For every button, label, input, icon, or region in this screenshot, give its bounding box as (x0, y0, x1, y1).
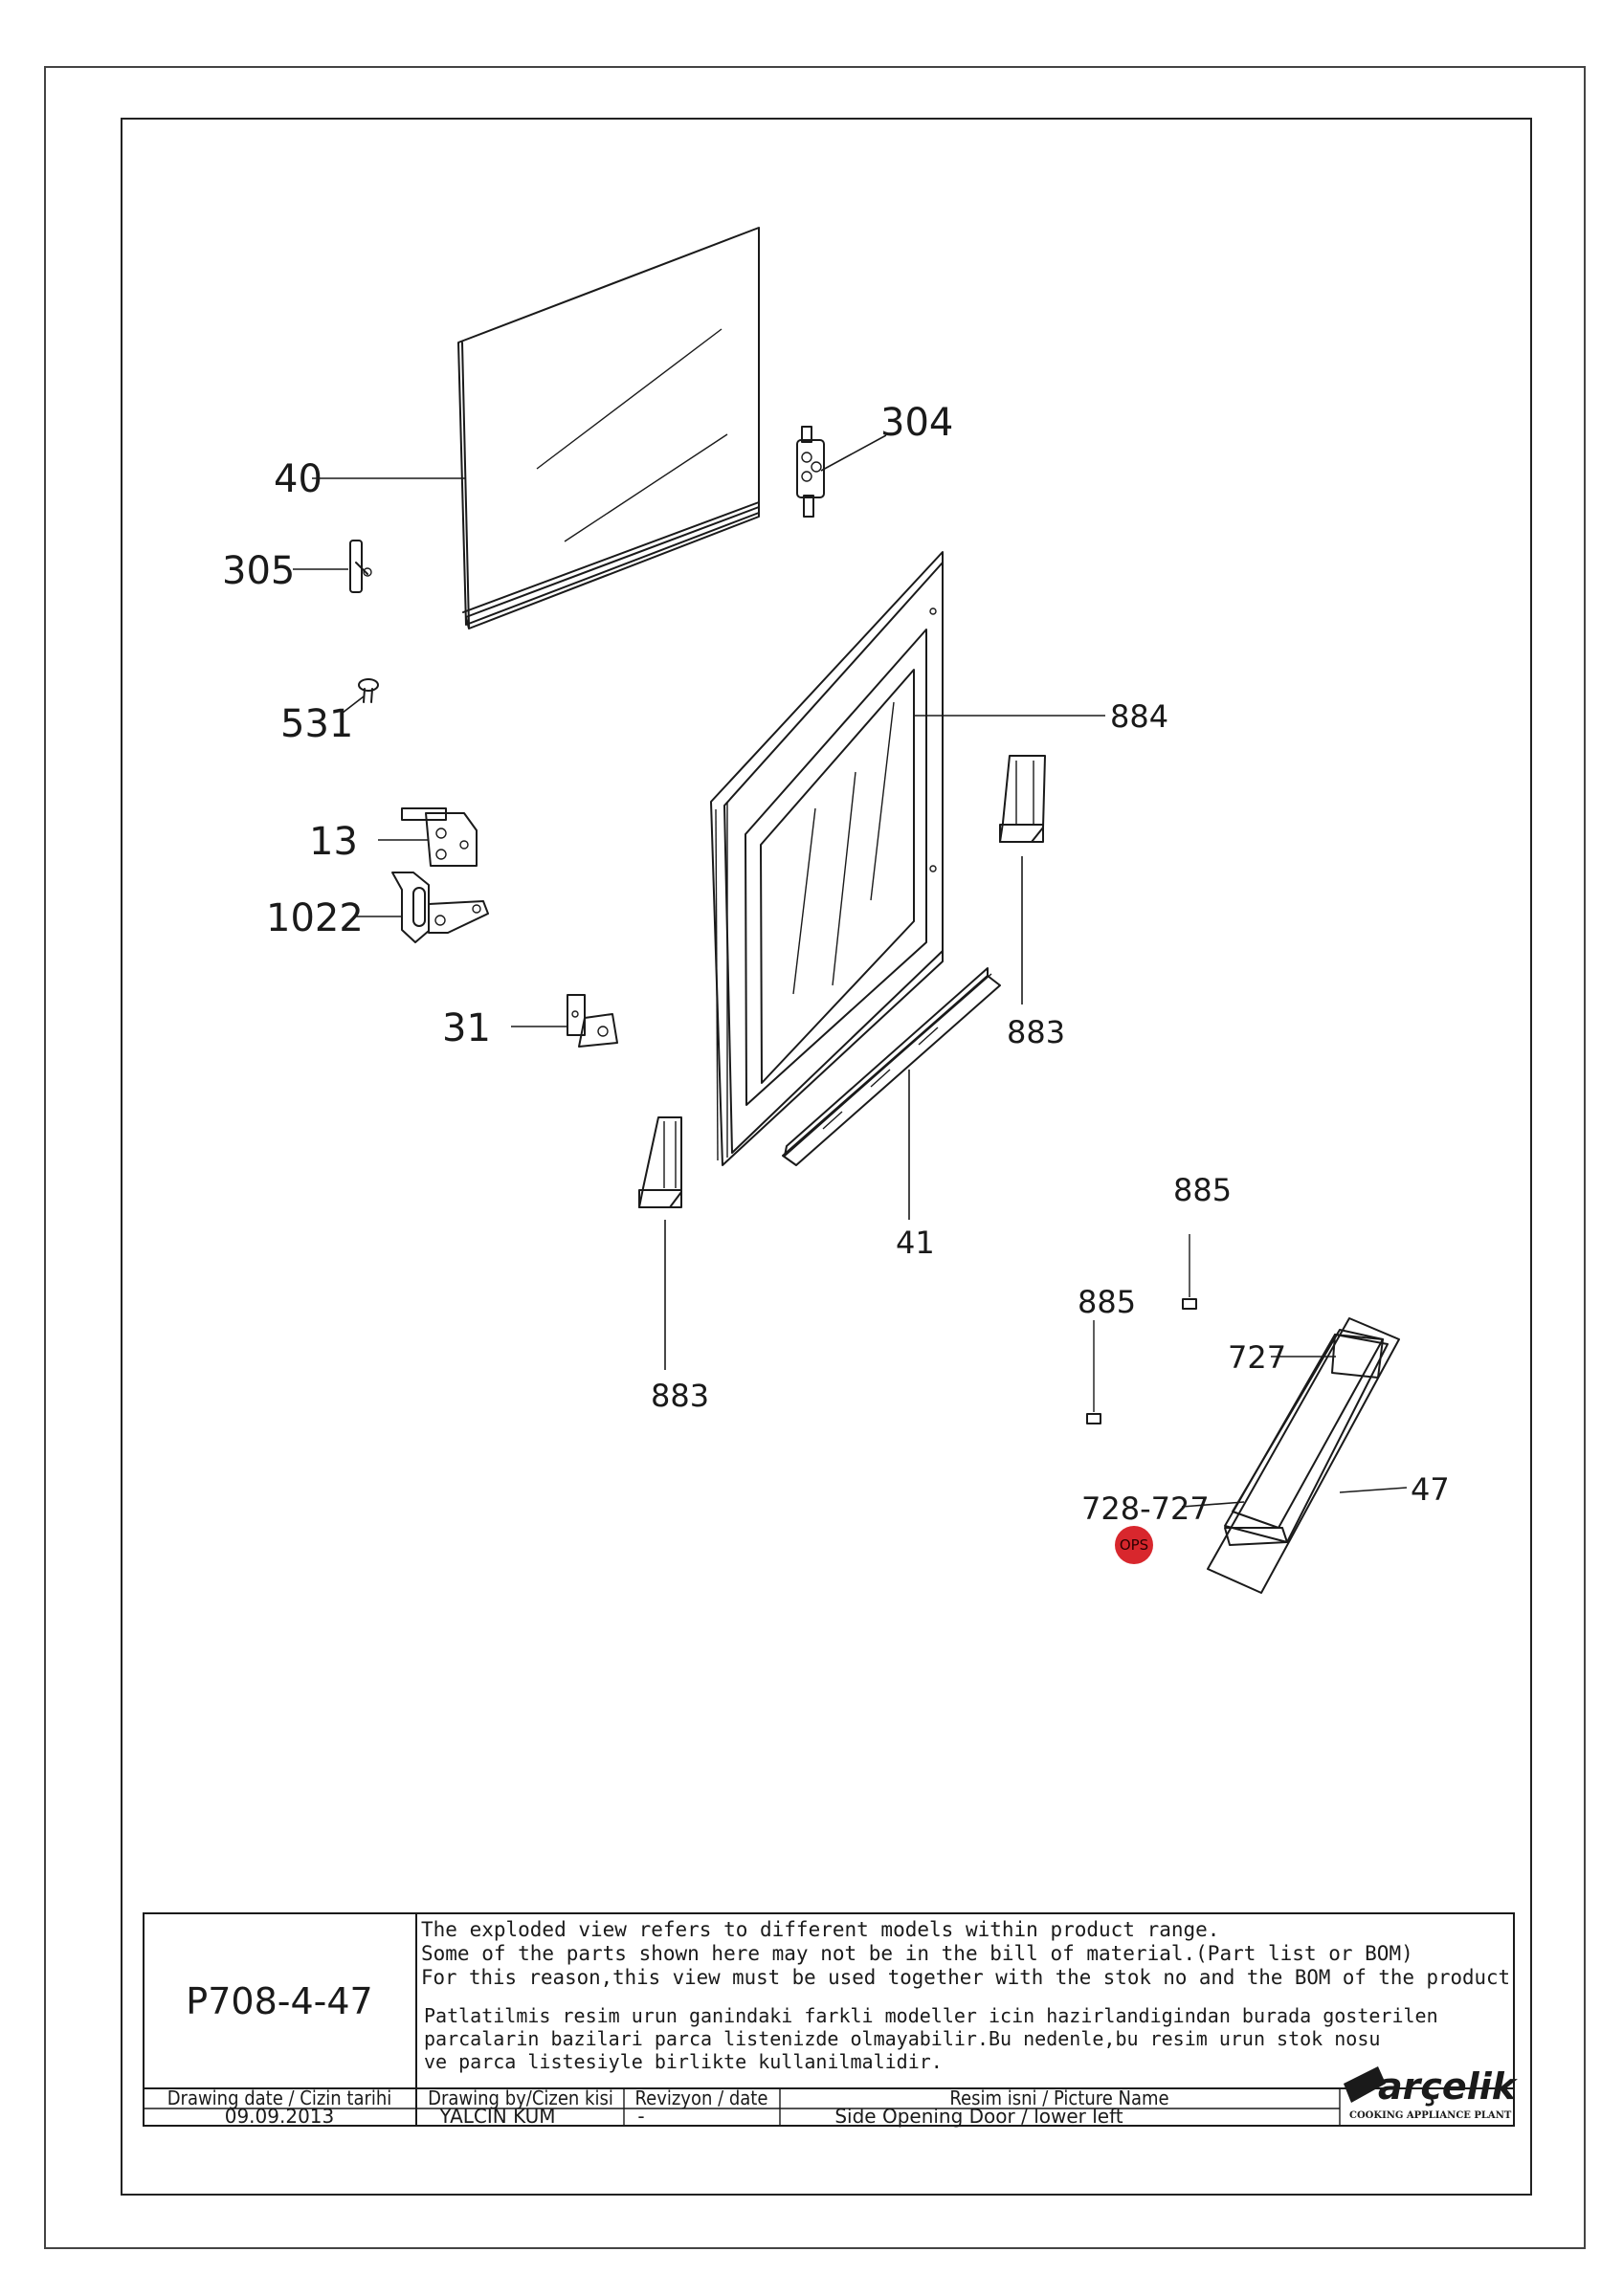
note-en-2: Some of the parts shown here may not be … (421, 1942, 1413, 1965)
ops-badge: OPS (1115, 1526, 1153, 1564)
logo-subtitle: COOKING APPLIANCE PLANT (1349, 2110, 1512, 2121)
callout-304: 304 (880, 401, 953, 445)
callout-40: 40 (274, 457, 322, 501)
note-tr-2: parcalarin bazilari parca listenizde olm… (424, 2027, 1380, 2050)
callout-41: 41 (896, 1225, 935, 1261)
inner-frame (121, 118, 1532, 2196)
header-drawing-date: Drawing date / Cizin tarihi (167, 2086, 392, 2109)
part-31-small-bracket (567, 994, 618, 1048)
part-885-screw-upper (1182, 1234, 1197, 1310)
note-en-3: For this reason,this view must be used t… (421, 1966, 1510, 1989)
part-13-hinge-bracket (401, 807, 478, 867)
callout-305: 305 (222, 549, 295, 593)
callout-727: 727 (1228, 1339, 1286, 1376)
logo-brand: arçelik (1378, 2065, 1519, 2108)
callout-13: 13 (309, 820, 358, 864)
part-304-hinge-block (796, 426, 825, 518)
callout-47: 47 (1411, 1471, 1450, 1508)
note-en-1: The exploded view refers to different mo… (421, 1918, 1219, 1941)
part-885-screw-lower (1086, 1320, 1101, 1424)
note-tr-1: Patlatilmis resim urun ganindaki farkli … (424, 2004, 1438, 2027)
callout-531: 531 (280, 702, 353, 746)
callout-31: 31 (442, 1006, 491, 1050)
callout-885-lower: 885 (1078, 1284, 1136, 1320)
callout-728-727: 728-727 (1081, 1490, 1210, 1527)
value-drawing-by: YALCIN KUM (438, 2105, 555, 2128)
leader-304 (820, 434, 887, 472)
leader-531 (342, 695, 365, 714)
part-884-door-frame (710, 551, 944, 1166)
header-revision: Revizyon / date (635, 2086, 768, 2109)
part-40-glass-panel (457, 227, 760, 629)
callout-883-right: 883 (1007, 1014, 1065, 1050)
outer-frame (44, 66, 1586, 2249)
ops-badge-dot (1115, 1526, 1153, 1564)
header-drawing-by: Drawing by/Cizen kisi (428, 2086, 613, 2109)
drawing-code: P708-4-47 (186, 1980, 372, 2022)
part-883-clip-right (999, 755, 1046, 843)
value-picture-name: Side Opening Door / lower left (834, 2105, 1123, 2128)
part-41-bottom-rail (782, 967, 1001, 1166)
note-tr-3: ve parca listesiyle birlikte kullanilmal… (424, 2050, 943, 2073)
ops-badge-label: OPS (1120, 1536, 1148, 1554)
title-block: P708-4-47 The exploded view refers to di… (143, 1912, 1519, 2128)
header-picture-name: Resim isni / Picture Name (949, 2086, 1168, 2109)
part-1022-hinge-arm (391, 872, 489, 943)
part-305-pin (349, 540, 372, 593)
part-883-clip-left (638, 1116, 682, 1208)
leader-47 (1339, 1487, 1408, 1493)
value-drawing-date: 09.09.2013 (225, 2105, 335, 2128)
callout-885-upper: 885 (1173, 1172, 1232, 1208)
part-531-screw (358, 678, 379, 703)
part-47-door-handle (1207, 1317, 1400, 1594)
leader-728-727 (1181, 1501, 1245, 1508)
value-revision: - (637, 2105, 644, 2128)
callout-884: 884 (1110, 698, 1168, 735)
callout-883-left: 883 (651, 1378, 709, 1414)
arcelik-logo: arçelik COOKING APPLIANCE PLANT (1344, 2065, 1519, 2121)
callout-1022: 1022 (266, 896, 364, 940)
